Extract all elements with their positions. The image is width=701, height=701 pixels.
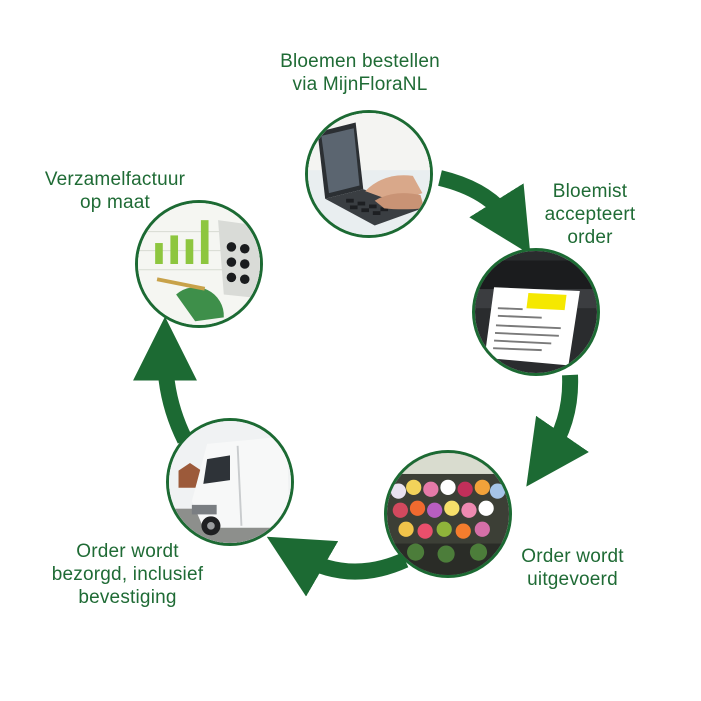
arrow-accept-to-execute (526, 374, 589, 487)
step-2-label: Bloemist accepteert order (544, 181, 636, 248)
arrow-execute-to-deliver (266, 536, 409, 597)
arrow-deliver-to-invoice (133, 316, 198, 444)
step-5-label: Verzamelfactuur op maat (44, 169, 186, 213)
flower-shop-photo-icon (384, 450, 512, 578)
invoice-charts-photo-icon (135, 200, 263, 328)
step-3-label: Order wordt uitgevoerd (521, 546, 624, 590)
step-4-label: Order wordt bezorgd, inclusief bevestigi… (51, 541, 204, 608)
printer-order-photo-icon (472, 248, 600, 376)
step-1-label: Bloemen bestellen via MijnFloraNL (280, 51, 440, 95)
laptop-typing-photo-icon (305, 110, 433, 238)
delivery-van-photo-icon (166, 418, 294, 546)
arrow-order-to-accept (438, 170, 531, 255)
